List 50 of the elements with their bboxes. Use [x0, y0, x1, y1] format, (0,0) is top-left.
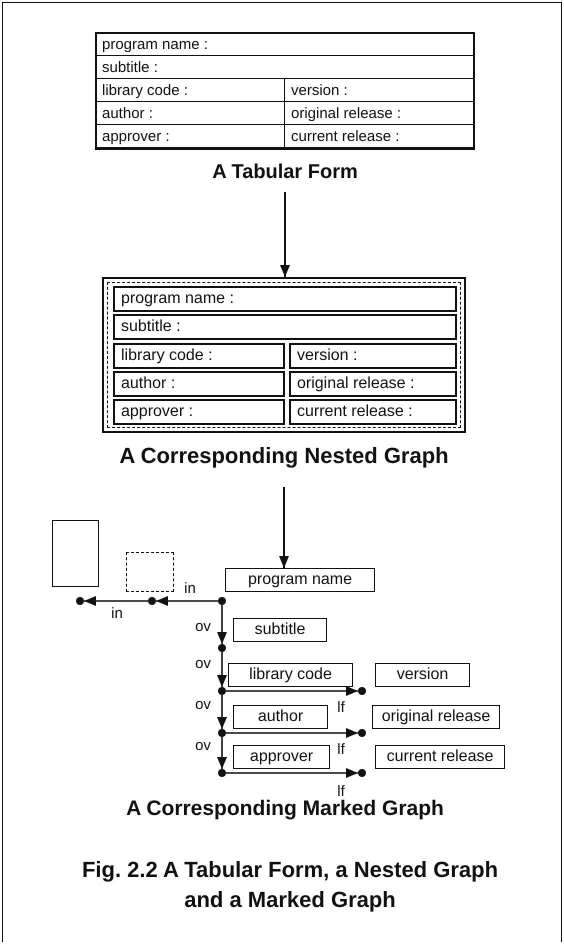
figure-caption: Fig. 2.2 A Tabular Form, a Nested Graph and a Marked Graph [80, 856, 500, 914]
label-box: approver [233, 745, 330, 769]
form-field: program name : [113, 286, 457, 312]
marker-dot [218, 687, 226, 695]
marker-dot [358, 769, 366, 777]
edge-label: ov [194, 737, 212, 755]
edge-label: ov [194, 618, 212, 636]
form-field: current release : [289, 399, 457, 425]
arrow [84, 596, 148, 606]
arrow [280, 192, 290, 277]
arrow [226, 728, 358, 738]
edge-label: ov [194, 696, 212, 714]
label-box: current release [375, 745, 505, 769]
arrow [226, 686, 358, 696]
arrow [279, 487, 289, 568]
arrow [217, 695, 227, 729]
arrow [217, 605, 227, 644]
table-heading: A Tabular Form [211, 160, 359, 184]
label-box: library code [228, 663, 353, 687]
form-field: author : [113, 371, 285, 397]
form-field: subtitle : [113, 314, 457, 340]
form-field: original release : [289, 371, 457, 397]
marker-dot [148, 597, 156, 605]
label-box: author [233, 705, 328, 729]
edge-label: lf [336, 741, 346, 759]
marker-dot [358, 729, 366, 737]
form-field: library code : [113, 343, 285, 369]
marker-dot [218, 729, 226, 737]
graph-heading: A Corresponding Nested Graph [118, 443, 450, 470]
edge-label: ov [194, 655, 212, 673]
label-box: version [375, 663, 470, 687]
arrow [217, 652, 227, 687]
marker-dot [358, 687, 366, 695]
arrow [226, 768, 358, 778]
edge-label: in [110, 605, 124, 623]
dashed-box [126, 552, 174, 592]
marker-dot [218, 597, 226, 605]
form-field: approver : [113, 399, 285, 425]
edge-label: in [183, 580, 197, 598]
edge-label: lf [336, 699, 346, 717]
arrow [217, 737, 227, 769]
label-box: subtitle [233, 618, 327, 642]
marker-dot [218, 769, 226, 777]
form-field: version : [289, 343, 457, 369]
label-box: original release [372, 705, 500, 729]
marker-dot [76, 597, 84, 605]
label-box: program name [225, 568, 375, 592]
marker-dot [218, 644, 226, 652]
arrow [156, 596, 218, 606]
empty-box [52, 520, 99, 587]
